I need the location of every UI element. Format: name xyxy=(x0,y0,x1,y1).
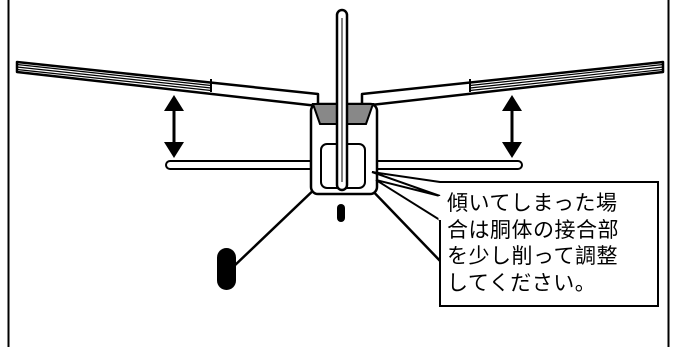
vertical-fin xyxy=(335,8,349,192)
callout-line-4: してください。 xyxy=(447,270,597,295)
callout-line-2: 合は胴体の接合部 xyxy=(447,217,619,242)
left-main-wheel xyxy=(217,248,236,290)
callout-line-3: を少し削って調整 xyxy=(447,244,618,268)
landing-gear xyxy=(217,183,445,290)
right-wing xyxy=(360,60,665,108)
right-tilt-arrow xyxy=(502,95,522,158)
tail-wheel xyxy=(337,204,345,222)
left-tilt-arrow xyxy=(164,95,184,158)
callout-text: 傾いてしまった場 合は胴体の接合部 を少し削って調整 してください。 xyxy=(447,190,657,300)
callout-line-1: 傾いてしまった場 xyxy=(447,191,618,215)
fuselage xyxy=(309,102,379,196)
callout-box xyxy=(371,171,659,307)
left-wing xyxy=(15,60,320,108)
